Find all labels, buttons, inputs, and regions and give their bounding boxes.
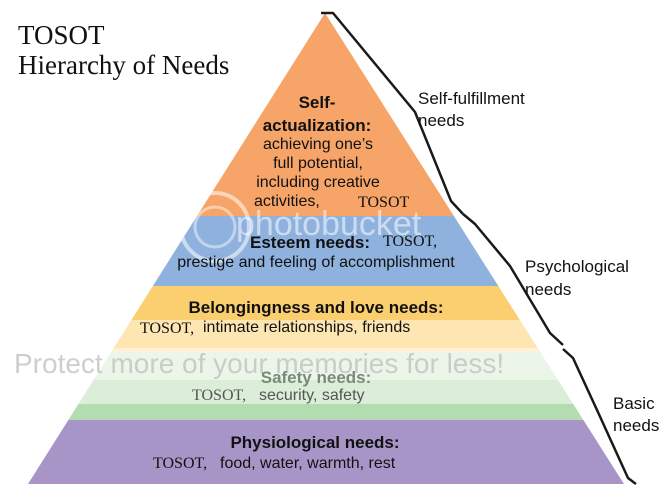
- safety-title: Safety needs:: [260, 368, 372, 387]
- belongingness-desc: intimate relationships, friends: [203, 319, 411, 336]
- esteem-desc: prestige and feeling of accomplishment: [177, 254, 455, 271]
- self-actualization-title-line2: actualization:: [262, 116, 372, 135]
- watermark-logo-icon: [179, 191, 251, 263]
- psychological-label-line1: Psychological: [525, 257, 629, 276]
- basic-bracket: [562, 348, 637, 485]
- psychological-label-line2: needs: [525, 280, 572, 299]
- page-title-line1: TOSOT: [18, 20, 105, 50]
- belongingness-title: Belongingness and love needs:: [188, 298, 444, 317]
- safety-brand: TOSOT,: [192, 387, 247, 404]
- watermark-bar: [28, 348, 624, 380]
- watermark-banner: Protect more of your memories for less!: [14, 348, 505, 379]
- self-fulfillment-label-line2: needs: [418, 111, 465, 130]
- belongingness-brand: TOSOT,: [140, 320, 195, 337]
- esteem-brand: TOSOT,: [383, 233, 438, 250]
- self-fulfillment-label-line1: Self-fulfillment: [418, 89, 525, 108]
- self-actualization-desc-line3: including creative: [256, 174, 380, 191]
- safety-desc: security, safety: [259, 387, 365, 404]
- self-actualization-brand: TOSOT: [358, 194, 410, 211]
- page-title-line2: Hierarchy of Needs: [18, 50, 230, 80]
- physiological-band: [28, 420, 624, 484]
- esteem-title: Esteem needs:: [250, 233, 370, 252]
- watermark-logo-text: photobucket: [236, 205, 422, 243]
- safety-band: [28, 404, 624, 420]
- self-actualization-desc-line1: achieving one’s: [262, 136, 374, 153]
- basic-label-line1: Basic: [613, 394, 655, 413]
- self-actualization-desc-line4: activities,: [254, 193, 320, 210]
- physiological-title: Physiological needs:: [230, 433, 400, 452]
- self-actualization-desc-line2: full potential,: [273, 155, 363, 172]
- basic-label-line2: needs: [613, 416, 660, 435]
- psychological-bracket: [462, 213, 564, 346]
- self-fulfillment-bracket: [321, 11, 464, 215]
- safety-band-light: [28, 352, 624, 404]
- physiological-brand: TOSOT,: [153, 455, 208, 472]
- self-actualization-title-line1: Self-: [298, 93, 336, 112]
- physiological-desc: food, water, warmth, rest: [220, 455, 396, 472]
